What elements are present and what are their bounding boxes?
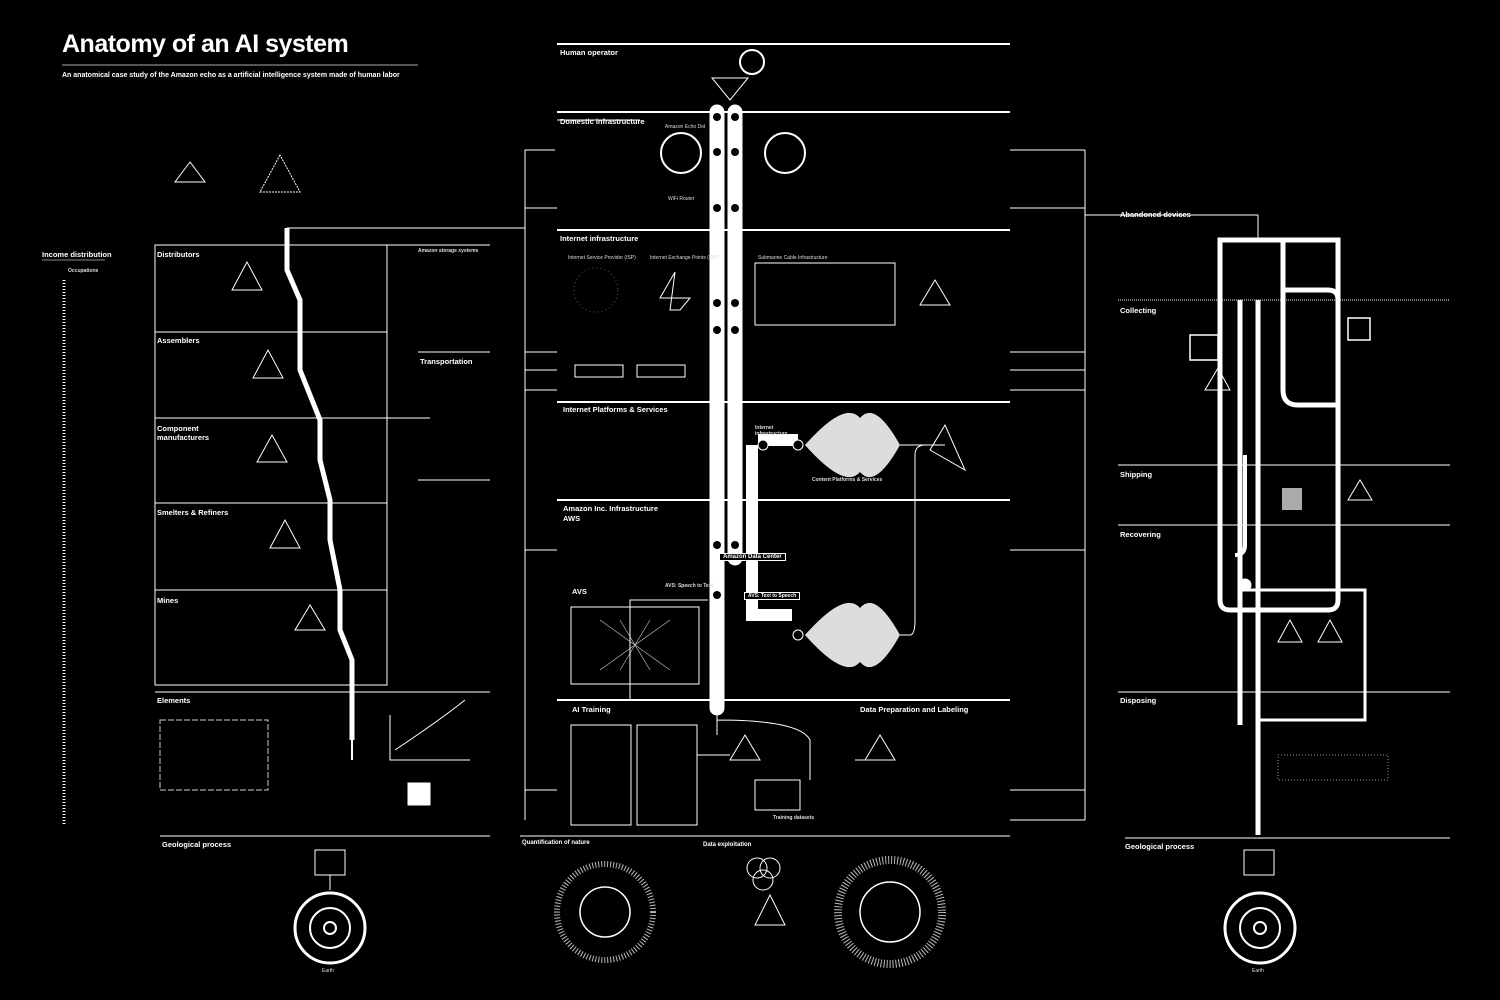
- amazon-data-center-label: Amazon Data Center: [719, 553, 786, 561]
- aws-heading: AWS: [563, 514, 581, 523]
- page-subtitle: An anatomical case study of the Amazon e…: [62, 72, 400, 79]
- section-elements: Elements: [157, 696, 191, 705]
- section-smelters-refiners: Smelters & Refiners: [157, 508, 229, 517]
- skills-label: Skills: [842, 604, 856, 610]
- occupations-label: Occupations: [68, 268, 99, 274]
- disposing-heading: Disposing: [1120, 696, 1157, 705]
- right-geological-label: Geological process: [1125, 842, 1195, 851]
- wifi-router-label: WiFi Router: [668, 196, 695, 202]
- income-distribution-label: Income distribution: [42, 250, 112, 259]
- data-preparation-heading: Data Preparation and Labeling: [860, 705, 969, 714]
- left-earth-label: Earth: [322, 968, 334, 974]
- internet-infrastructure-node-label: Internet infrastructure: [755, 425, 788, 437]
- human-operator-heading: Human operator: [560, 48, 618, 57]
- section-assemblers: Assemblers: [157, 336, 200, 345]
- left-geological-label: Geological process: [162, 840, 232, 849]
- page-title: Anatomy of an AI system: [62, 30, 349, 58]
- submarine-cable-label: Submarine Cable Infrastructure: [758, 255, 828, 261]
- domestic-infrastructure-heading: Domestic infrastructure: [560, 117, 645, 126]
- ai-training-heading: AI Training: [572, 705, 611, 714]
- abandoned-devices-heading: Abandoned devices: [1120, 210, 1191, 219]
- avs-heading: AVS: [572, 587, 587, 596]
- internet-platforms-heading: Internet Platforms & Services: [563, 405, 668, 414]
- amazon-infrastructure-heading: Amazon Inc. Infrastructure: [563, 504, 659, 513]
- data-exploitation-heading: Data exploitation: [703, 842, 752, 848]
- quantification-heading: Quantification of nature: [522, 840, 590, 846]
- storage-label: Amazon storage systems: [418, 248, 479, 254]
- avs-speech-to-text-label: AVS: Speech to Text: [665, 583, 714, 589]
- training-datasets-label: Training datasets: [773, 815, 815, 821]
- ixp-label: Internet Exchange Points (IXP): [650, 255, 719, 261]
- transportation-label: Transportation: [420, 357, 473, 366]
- avs-text-to-speech-label: AVS: Text to Speech: [744, 592, 801, 600]
- section-component-manufacturers: Component manufacturers: [157, 424, 210, 442]
- section-mines: Mines: [157, 596, 179, 605]
- recovering-heading: Recovering: [1120, 530, 1161, 539]
- internet-infrastructure-heading: Internet infrastructure: [560, 234, 639, 243]
- section-distributors: Distributors: [157, 250, 200, 259]
- right-earth-label: Earth: [1252, 968, 1264, 974]
- isp-label: Internet Service Provider (ISP): [568, 255, 636, 261]
- collecting-heading: Collecting: [1120, 306, 1157, 315]
- shipping-heading: Shipping: [1120, 470, 1153, 479]
- echo-dot-label: Amazon Echo Dot: [665, 124, 706, 130]
- content-platforms-label: Content Platforms & Services: [812, 477, 883, 483]
